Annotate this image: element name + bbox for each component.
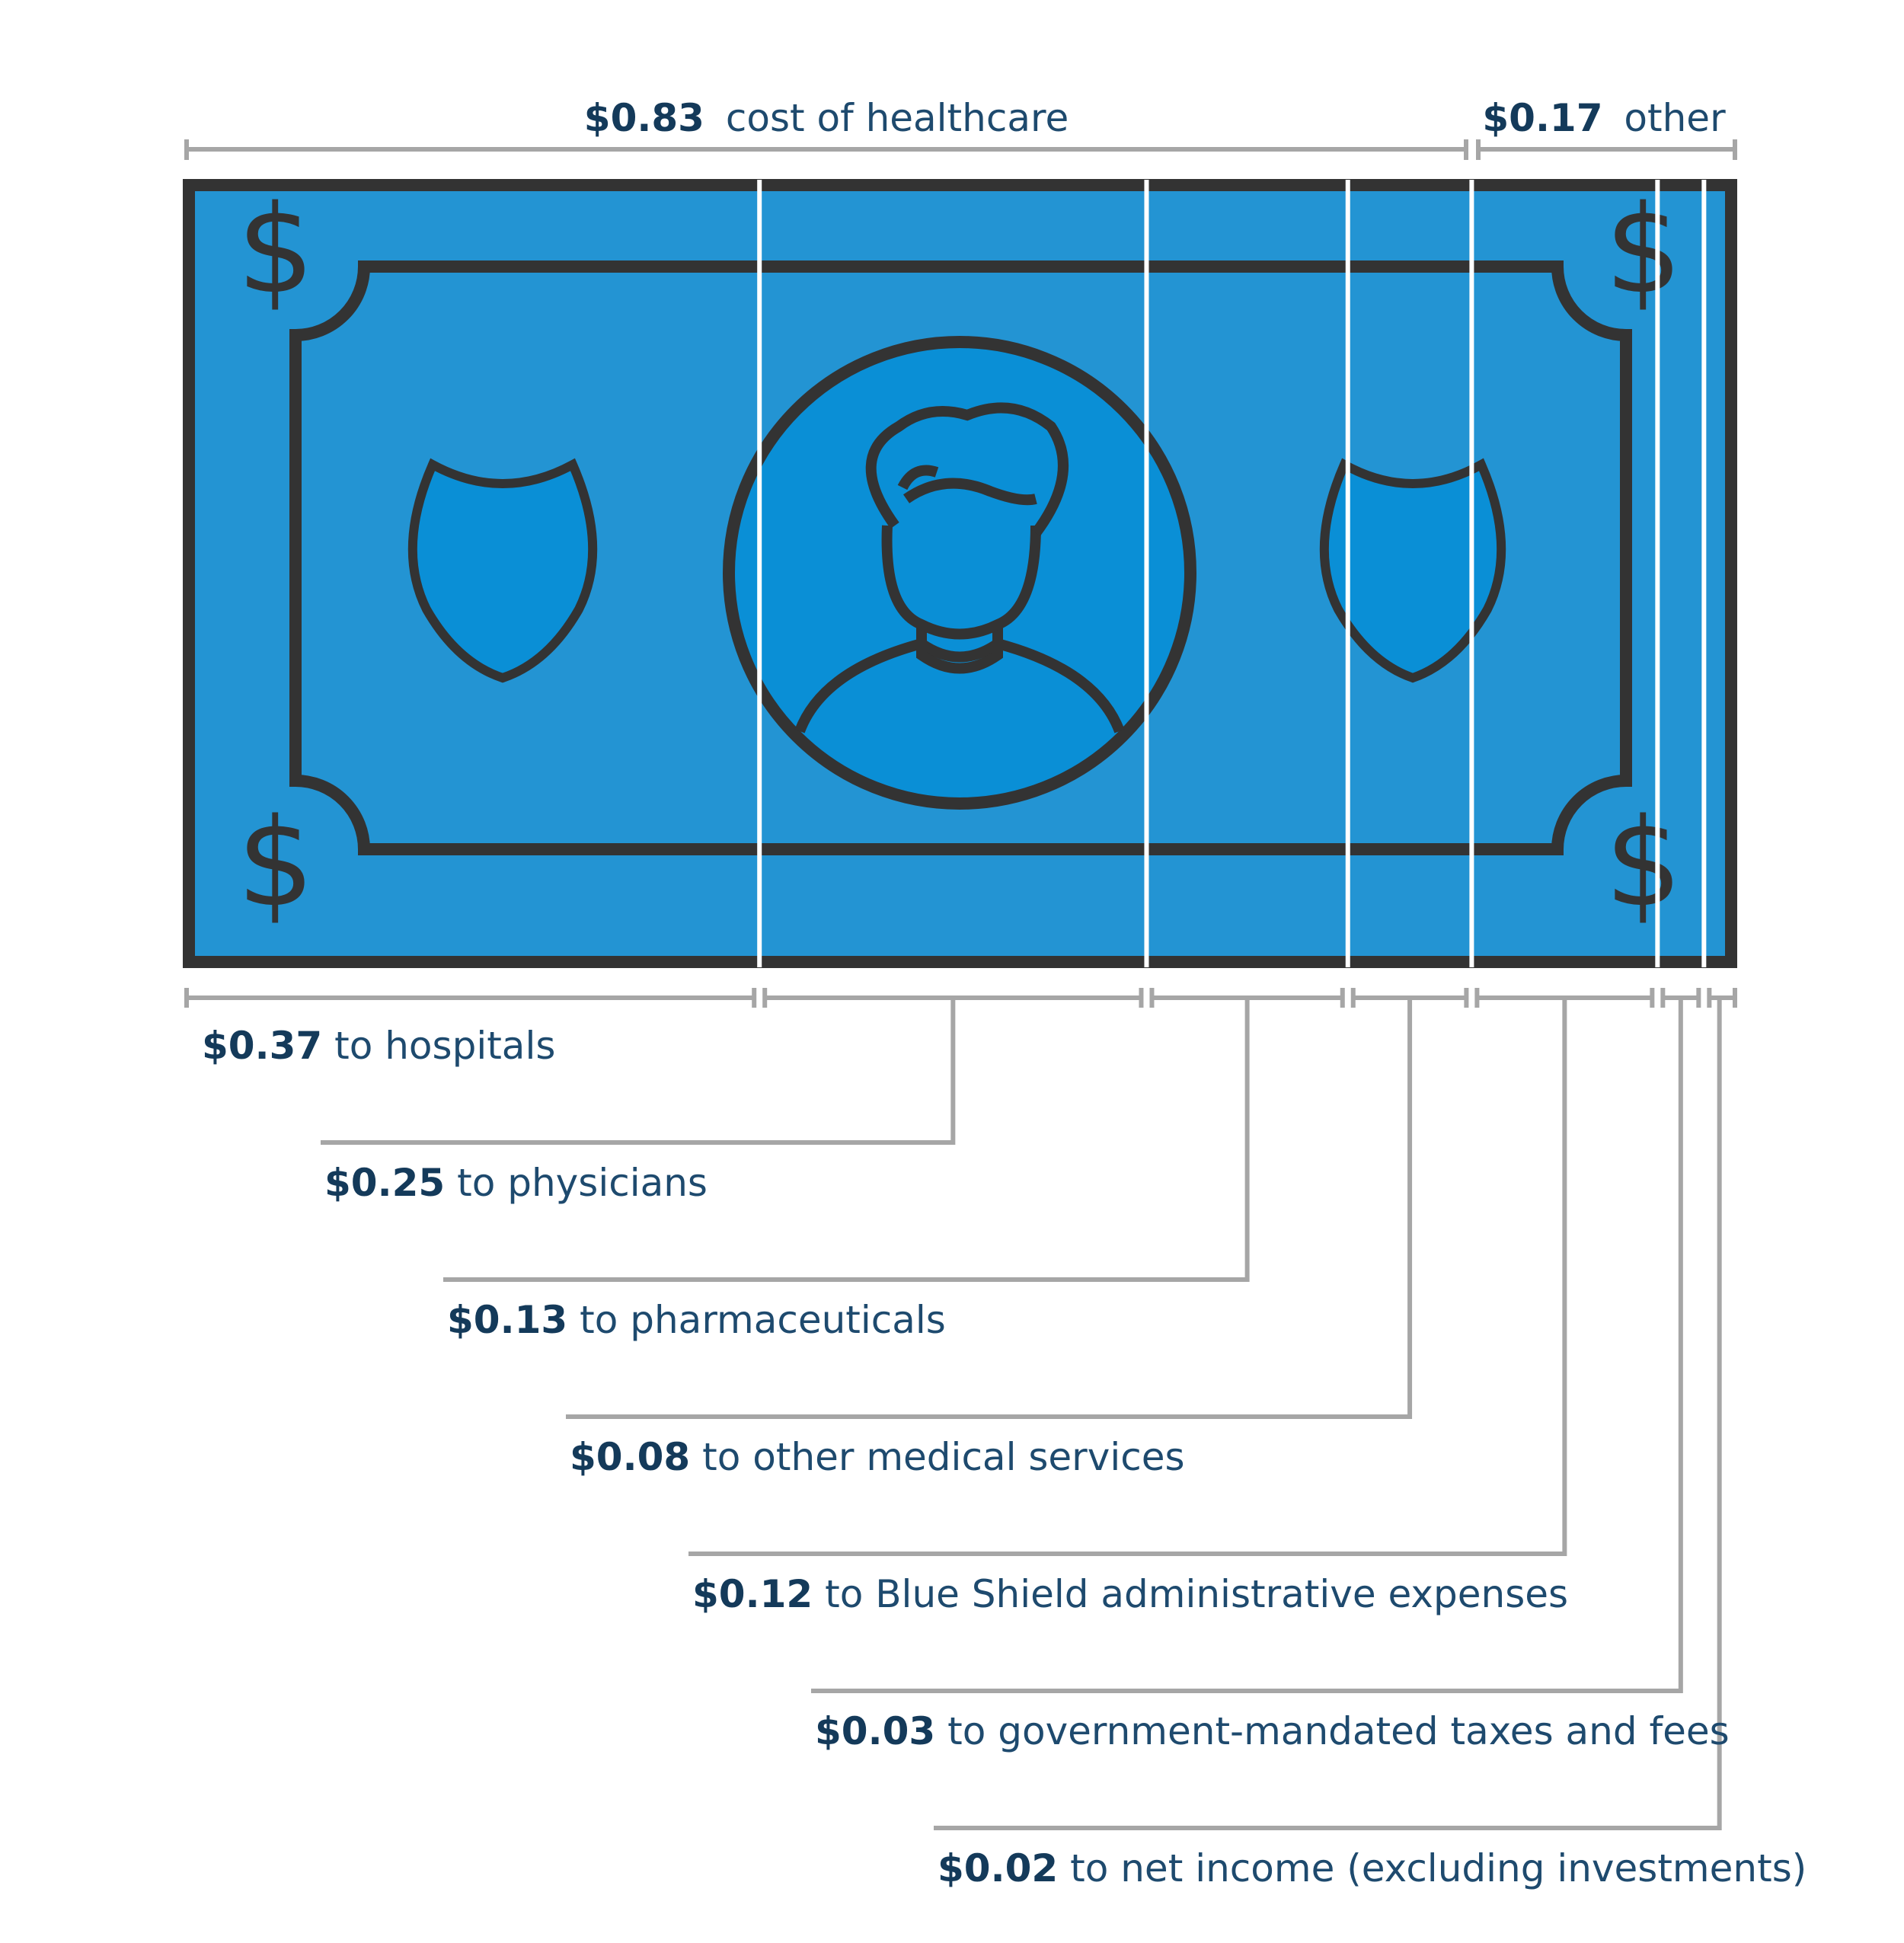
leader-line [321,998,956,1145]
breakdown-label: $0.25 to physicians [324,1161,708,1205]
dollar-sign-icon: $ [237,791,315,934]
breakdown-label: $0.37 to hospitals [202,1024,555,1068]
person-portrait-icon [723,336,1196,810]
bottom-brackets [184,988,1737,1008]
bill-dividers [757,180,1707,967]
breakdown-label: $0.02 to net income (excluding investment… [938,1846,1807,1890]
breakdown-text: to hospitals [334,1024,555,1068]
dollar-sign-icon: $ [237,178,315,321]
breakdown-amount: $0.13 [447,1298,567,1342]
leader-line [443,998,1250,1282]
dollar-bill: $ $ $ $ [183,178,1737,968]
leader-line [811,998,1683,1693]
leader-line [934,998,1722,1830]
top-bracket-healthcare [184,139,1468,160]
segment-bracket [184,988,757,1008]
breakdown-label: $0.12 to Blue Shield administrative expen… [692,1572,1568,1616]
dollar-sign-icon: $ [1605,791,1682,934]
breakdown-text: to pharmaceuticals [580,1298,946,1342]
shield-icon [407,458,598,683]
breakdown-labels: $0.37 to hospitals $0.25 to physicians $0.13… [202,1024,1807,1890]
other-label: $0.17 other [1482,96,1726,140]
healthcare-text: cost of healthcare [726,96,1069,140]
breakdown-amount: $0.37 [202,1024,322,1068]
dollar-sign-icon: $ [1605,178,1682,321]
breakdown-text: to physicians [457,1161,708,1205]
breakdown-amount: $0.08 [570,1435,690,1479]
leader-line [688,998,1567,1556]
breakdown-label: $0.08 to other medical services [570,1435,1185,1479]
healthcare-amount: $0.83 [584,96,704,140]
breakdown-amount: $0.25 [324,1161,445,1205]
breakdown-text: to government-mandated taxes and fees [947,1709,1730,1753]
breakdown-text: to Blue Shield administrative expenses [825,1572,1568,1616]
leader-lines [321,998,1722,1830]
breakdown-amount: $0.02 [938,1846,1058,1890]
other-amount: $0.17 [1482,96,1602,140]
breakdown-text: to other medical services [702,1435,1184,1479]
shield-icon [1319,458,1506,683]
segment-bracket [1707,988,1737,1008]
other-text: other [1624,96,1726,140]
breakdown-amount: $0.03 [815,1709,935,1753]
breakdown-amount: $0.12 [692,1572,813,1616]
healthcare-label: $0.83 cost of healthcare [584,96,1069,140]
breakdown-text: to net income (excluding investments) [1070,1846,1807,1890]
top-bracket-other [1476,139,1737,160]
leader-line [566,998,1413,1419]
breakdown-label: $0.13 to pharmaceuticals [447,1298,946,1342]
breakdown-label: $0.03 to government-mandated taxes and fe… [815,1709,1730,1753]
